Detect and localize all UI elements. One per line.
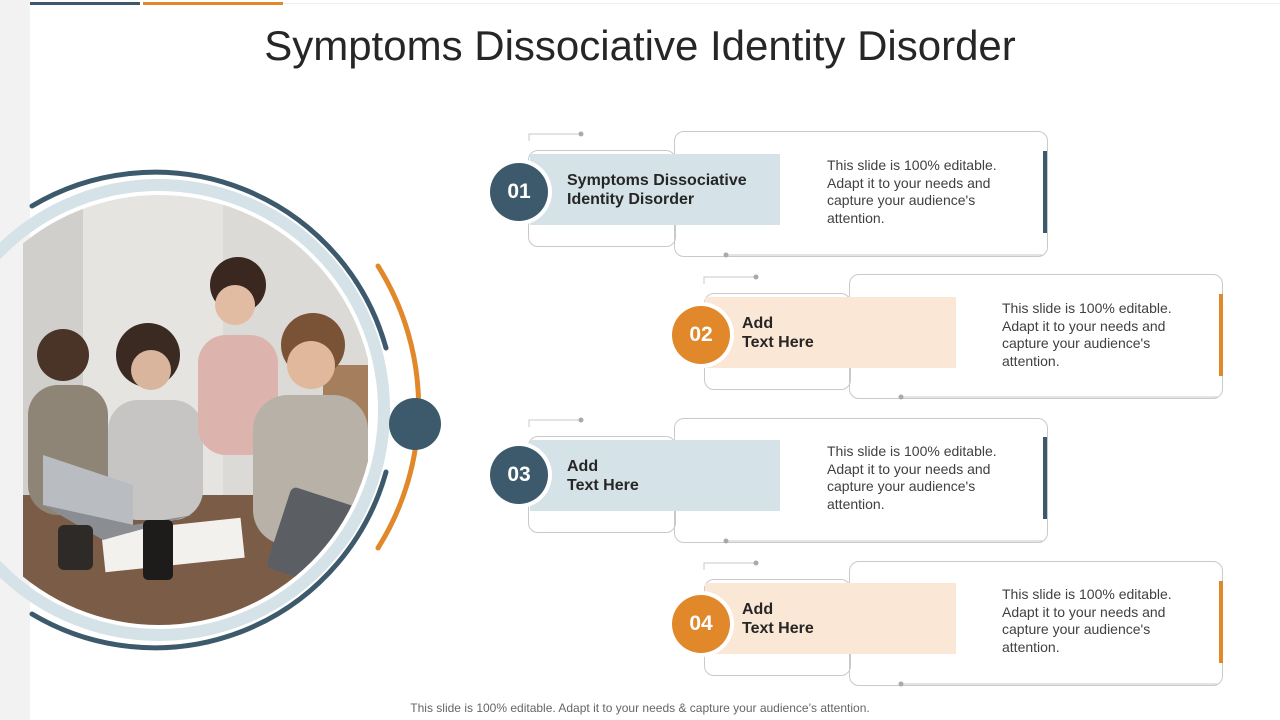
item-label-3-line2: Text Here — [567, 476, 639, 494]
connector-dot-bottom-3 — [723, 538, 1042, 544]
item-label-4: Add Text Here — [705, 600, 814, 638]
team-photo — [23, 195, 368, 625]
accent-bar-4 — [1219, 581, 1223, 663]
connector-dot-top-3 — [528, 417, 584, 427]
number-badge-3: 03 — [490, 446, 548, 504]
connector-dot-top-2 — [703, 274, 759, 284]
label-box-3: Add Text Here — [530, 440, 780, 511]
top-accent-line-orange — [143, 2, 283, 5]
item-label-1-line2: Identity Disorder — [567, 190, 695, 208]
connector-dot-top-4 — [703, 560, 759, 570]
number-badge-1: 01 — [490, 163, 548, 221]
connector-dot-top-1 — [528, 131, 584, 141]
slide-title: Symptoms Dissociative Identity Disorder — [264, 22, 1016, 69]
team-photo-illustration — [23, 195, 368, 625]
item-label-4-line1: Add — [742, 600, 774, 618]
center-dot — [389, 398, 441, 450]
item-label-2-line2: Text Here — [742, 333, 814, 351]
item-label-3-line1: Add — [567, 457, 599, 475]
connector-dot-bottom-2 — [898, 394, 1217, 400]
item-description-1: This slide is 100% editable. Adapt it to… — [827, 157, 997, 226]
item-description-2: This slide is 100% editable. Adapt it to… — [1002, 300, 1172, 369]
item-description-4: This slide is 100% editable. Adapt it to… — [1002, 586, 1172, 655]
item-label-2-line1: Add — [742, 314, 774, 332]
item-label-1-line1: Symptoms Dissociative — [567, 171, 747, 189]
accent-bar-1 — [1043, 151, 1047, 233]
item-label-4-line2: Text Here — [742, 619, 814, 637]
item-label-2: Add Text Here — [705, 314, 814, 352]
accent-bar-3 — [1043, 437, 1047, 519]
number-badge-2: 02 — [672, 306, 730, 364]
footer-note: This slide is 100% editable. Adapt it to… — [410, 701, 870, 715]
top-accent-line-blue — [30, 2, 140, 5]
item-label-3: Add Text Here — [530, 457, 639, 495]
label-box-2: Add Text Here — [705, 297, 956, 368]
top-divider-line — [283, 3, 1280, 4]
circle-ring-decoration — [0, 169, 441, 651]
accent-bar-2 — [1219, 294, 1223, 376]
label-box-4: Add Text Here — [705, 583, 956, 654]
number-badge-4: 04 — [672, 595, 730, 653]
item-label-1: Symptoms Dissociative Identity Disorder — [530, 171, 747, 209]
label-box-1: Symptoms Dissociative Identity Disorder — [530, 154, 780, 225]
connector-dot-bottom-4 — [898, 681, 1217, 687]
light-ring — [0, 179, 390, 641]
item-description-3: This slide is 100% editable. Adapt it to… — [827, 443, 997, 512]
blue-arc-bottom — [29, 469, 389, 651]
blue-arc-top — [29, 169, 389, 351]
connector-dot-bottom-1 — [723, 252, 1042, 258]
